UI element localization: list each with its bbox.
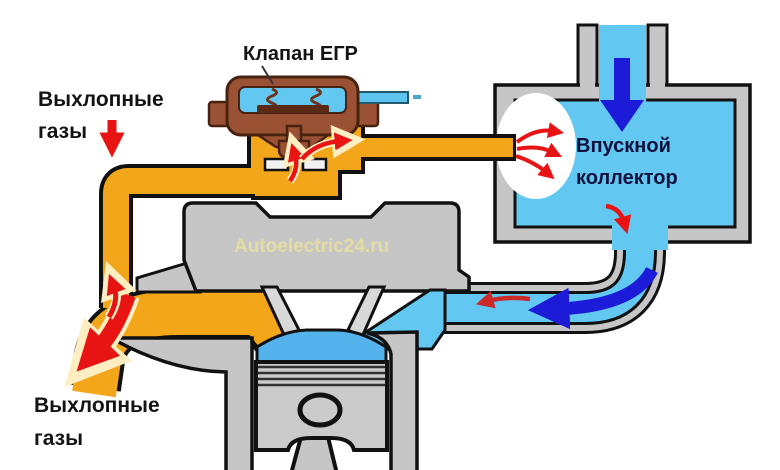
egr-to-manifold-arrow	[300, 132, 353, 161]
manifold-outlet-opening	[612, 200, 668, 250]
cylinder-wall-right	[366, 330, 419, 470]
vacuum-line	[356, 91, 409, 104]
runner-red-trace-arrow	[475, 290, 531, 309]
text-labels: Выхлопные газы Клапан ЕГР Впускной колле…	[34, 43, 678, 450]
intake-manifold-label-line2: коллектор	[576, 167, 678, 189]
cylinder-head	[182, 201, 471, 293]
flow-arrows	[64, 58, 658, 388]
egr-through-valve-arrow	[287, 142, 306, 183]
valve-seat-left	[263, 157, 290, 172]
exhaust-gases-top-label-line2: газы	[38, 120, 87, 143]
egr-spray-arrows	[515, 122, 565, 180]
valve-diaphragm	[257, 105, 329, 113]
egr-valve-label: Клапан ЕГР	[243, 43, 358, 65]
vacuum-line-dash	[413, 95, 421, 99]
exhaust-gases-bottom-label-line1: Выхлопные	[34, 394, 160, 417]
wrist-pin	[297, 392, 343, 428]
wall-seam-patch	[650, 82, 665, 94]
intake-manifold-label-line1: Впускной	[576, 135, 671, 157]
wall-seam-patch	[580, 82, 595, 94]
fresh-air-down-arrow	[600, 58, 644, 132]
egr-pipe	[103, 168, 260, 308]
piston-rings	[258, 365, 385, 387]
valve-seat-right	[301, 157, 328, 172]
mixture-blue-arrow	[527, 266, 658, 330]
egr-outlet-pipe	[344, 138, 513, 157]
combustion-chamber	[255, 328, 388, 366]
cylinder-and-piston	[104, 330, 419, 470]
exhaust-gases-top-label-line1: Выхлопные	[38, 88, 164, 111]
exhaust-gases-bottom-label-line2: газы	[34, 427, 83, 450]
egr-branch-arrow	[106, 273, 126, 319]
manifold-small-red-arrow	[605, 203, 632, 235]
watermark: Autoelectric24.ru	[234, 236, 389, 257]
egr-label-leader-line	[261, 65, 274, 85]
engine-block: Autoelectric24.ru	[135, 201, 471, 366]
